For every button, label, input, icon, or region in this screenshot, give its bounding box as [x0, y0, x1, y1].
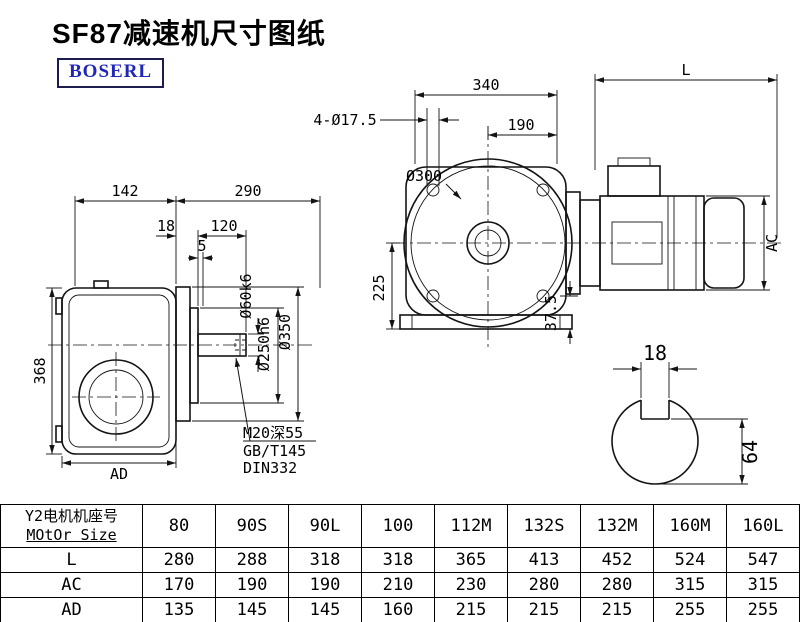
table-row-L: L 280 288 318 318 365 413 452 524 547	[0, 547, 800, 573]
row-label: AC	[0, 572, 143, 598]
dim-label-bolt-holes: 4-Ø17.5	[313, 111, 376, 129]
table-cell: 255	[653, 597, 727, 622]
table-cell: 413	[507, 547, 581, 573]
table-cell: 170	[142, 572, 216, 598]
dim-label-225: 225	[370, 274, 388, 301]
col-header: 160M	[653, 504, 727, 548]
table-row-AC: AC 170 190 190 210 230 280 280 315 315	[0, 572, 800, 598]
dim-label-368: 368	[31, 357, 49, 384]
dim-label-L: L	[681, 61, 690, 79]
table-header-row: Y2电机机座号 MOtOr Size 80 90S 90L 100 112M 1…	[0, 504, 800, 548]
table-cell: 280	[580, 572, 654, 598]
table-cell: 365	[434, 547, 508, 573]
dim-label-18: 18	[157, 217, 175, 235]
dim-label-300: Ø300	[406, 167, 442, 185]
table-cell: 215	[507, 597, 581, 622]
dim-label-340: 340	[472, 76, 499, 94]
dim-label-key-64: 64	[738, 440, 762, 464]
dim-label-shaft-dia: Ø60k6	[237, 273, 255, 318]
motor-dimension-table: Y2电机机座号 MOtOr Size 80 90S 90L 100 112M 1…	[0, 504, 800, 622]
dim-label-142: 142	[111, 182, 138, 200]
table-row-AD: AD 135 145 145 160 215 215 215 255 255	[0, 597, 800, 622]
note-std-label: GB/T145	[243, 442, 306, 460]
dim-label-pilot-dia: Ø250h6	[255, 317, 273, 371]
dim-label-190: 190	[507, 116, 534, 134]
col-header: 132M	[580, 504, 654, 548]
dim-label-5: 5	[197, 237, 206, 255]
row-label: L	[0, 547, 143, 573]
table-cell: 190	[288, 572, 362, 598]
shaft-end-view-drawing: 18 64	[611, 341, 762, 485]
table-cell: 215	[434, 597, 508, 622]
table-cell: 255	[726, 597, 800, 622]
table-cell: 524	[653, 547, 727, 573]
table-cell: 452	[580, 547, 654, 573]
note-tap-label: M20深55	[243, 424, 303, 442]
table-cell: 288	[215, 547, 289, 573]
brand-logo: BOSERL	[57, 58, 165, 88]
front-view-drawing: 340 L 4-Ø17.5 190 Ø300 225	[313, 61, 784, 350]
table-cell: 318	[361, 547, 435, 573]
table-cell: 160	[361, 597, 435, 622]
table-cell: 215	[580, 597, 654, 622]
side-view-drawing: 142 290 18 120 5 368 AD	[31, 182, 321, 483]
dim-label-key-18: 18	[643, 341, 667, 365]
col-header: 160L	[726, 504, 800, 548]
dim-label-ad: AD	[110, 465, 128, 483]
table-cell: 280	[507, 572, 581, 598]
col-header: 90L	[288, 504, 362, 548]
table-cell: 315	[726, 572, 800, 598]
dim-label-flange-dia: Ø350	[276, 314, 294, 350]
table-cell: 145	[288, 597, 362, 622]
table-cell: 318	[288, 547, 362, 573]
table-cell: 315	[653, 572, 727, 598]
row-label: AD	[0, 597, 143, 622]
dim-label-120: 120	[210, 217, 237, 235]
table-cell: 280	[142, 547, 216, 573]
col-header: 100	[361, 504, 435, 548]
col-header: 132S	[507, 504, 581, 548]
col-header: 112M	[434, 504, 508, 548]
col-header: 80	[142, 504, 216, 548]
dim-label-37-5: 37.5	[542, 295, 560, 331]
page-title: SF87减速机尺寸图纸	[52, 18, 326, 49]
table-cell: 210	[361, 572, 435, 598]
dim-label-ac: AC	[763, 234, 781, 252]
table-header-motor-size: Y2电机机座号 MOtOr Size	[0, 504, 143, 548]
table-cell: 135	[142, 597, 216, 622]
technical-drawing: 142 290 18 120 5 368 AD	[31, 61, 784, 485]
note-din-label: DIN332	[243, 459, 297, 477]
table-cell: 190	[215, 572, 289, 598]
header-motor-size-en: MOtOr Size	[26, 526, 117, 544]
table-cell: 145	[215, 597, 289, 622]
header-motor-size-cn: Y2电机机座号	[24, 507, 119, 525]
dim-label-290: 290	[234, 182, 261, 200]
table-cell: 230	[434, 572, 508, 598]
col-header: 90S	[215, 504, 289, 548]
table-cell: 547	[726, 547, 800, 573]
